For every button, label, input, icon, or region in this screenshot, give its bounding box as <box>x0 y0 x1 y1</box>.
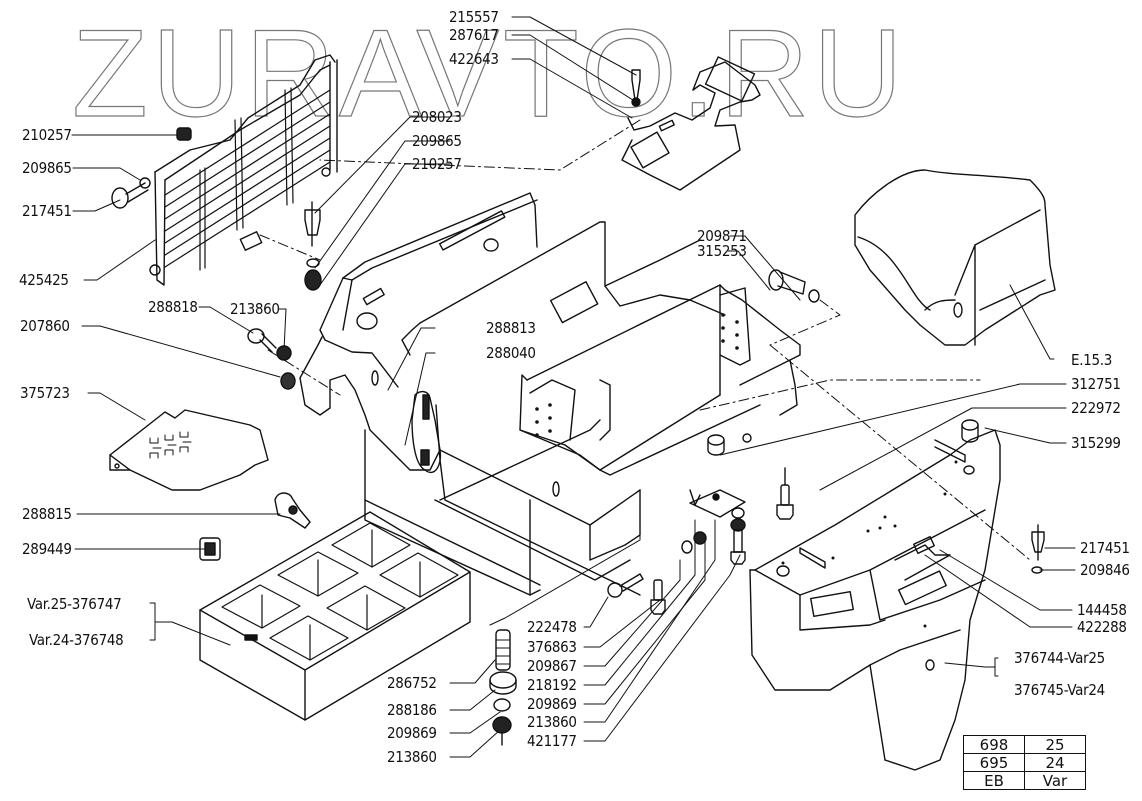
variant-cell: Var <box>1024 771 1086 790</box>
rubber-mount-315299 <box>961 419 979 443</box>
label-315299: 315299 <box>1071 434 1121 452</box>
bolt-288818 <box>247 328 277 353</box>
clip-288815 <box>274 492 311 529</box>
label-215557: 215557 <box>449 8 499 26</box>
label-287617: 287617 <box>449 26 499 44</box>
main-frame <box>299 192 801 596</box>
variant-cell: 24 <box>1024 753 1086 772</box>
radiator-grille <box>149 54 338 286</box>
label-217451-right: 217451 <box>1080 539 1130 557</box>
label-207860: 207860 <box>20 317 70 335</box>
nut-213860 <box>276 345 292 361</box>
label-209846: 209846 <box>1080 561 1130 579</box>
nut-stack-421177 <box>730 507 746 565</box>
label-209871: 209871 <box>697 227 747 245</box>
label-222478: 222478 <box>527 618 577 636</box>
variant-row: 695 24 <box>963 753 1086 772</box>
label-209865-left: 209865 <box>22 159 72 177</box>
nut-210257 <box>176 127 192 141</box>
variant-row: EB Var <box>963 771 1086 790</box>
watermark-text: ZURAVTO.RU <box>71 5 907 143</box>
label-288040: 288040 <box>486 344 536 362</box>
label-218192: 218192 <box>527 676 577 694</box>
washers-209867 <box>681 531 707 554</box>
label-217451-left: 217451 <box>22 202 72 220</box>
label-213860-left: 213860 <box>230 300 280 318</box>
label-var24-376748: Var.24-376748 <box>29 631 124 649</box>
label-213860-right: 213860 <box>527 713 577 731</box>
label-210257-mid: 210257 <box>412 155 462 173</box>
label-422643: 422643 <box>449 50 499 68</box>
variant-cell: 698 <box>963 735 1025 754</box>
battery-tray <box>199 511 471 721</box>
bolt-vertical-right <box>776 467 794 520</box>
bolt-217451-b <box>1031 524 1045 574</box>
label-315253: 315253 <box>697 242 747 260</box>
label-288813: 288813 <box>486 319 536 337</box>
label-421177: 421177 <box>527 732 577 750</box>
label-375723: 375723 <box>20 384 70 402</box>
label-209865-mid: 209865 <box>412 132 462 150</box>
label-286752: 286752 <box>387 674 437 692</box>
nut-210257-b <box>304 258 322 291</box>
label-376745-var24: 376745-Var24 <box>1014 681 1105 699</box>
rubber-mount-222972 <box>707 434 725 456</box>
label-208023: 208023 <box>412 108 462 126</box>
label-376863: 376863 <box>527 638 577 656</box>
seat <box>854 169 1056 346</box>
mount-bracket <box>689 433 752 518</box>
label-425425: 425425 <box>19 271 69 289</box>
label-var25-376747: Var.25-376747 <box>27 595 122 613</box>
label-210257-top: 210257 <box>22 126 72 144</box>
bolt-376863 <box>650 579 666 615</box>
variant-cell: 25 <box>1024 735 1086 754</box>
cover-plate-top <box>621 56 761 191</box>
clip-207860 <box>280 372 296 390</box>
label-213860-bottom: 213860 <box>387 748 437 766</box>
label-288818: 288818 <box>148 298 198 316</box>
label-312751: 312751 <box>1071 375 1121 393</box>
spring-assembly <box>489 629 517 746</box>
label-144458: 144458 <box>1077 601 1127 619</box>
label-289449: 289449 <box>22 540 72 558</box>
label-376744-var25: 376744-Var25 <box>1014 649 1105 667</box>
variant-row: 698 25 <box>963 735 1086 754</box>
variant-table: 698 25 695 24 EB Var <box>963 735 1086 790</box>
label-288815: 288815 <box>22 505 72 523</box>
variant-cell: EB <box>963 771 1025 790</box>
variant-cell: 695 <box>963 753 1025 772</box>
counterweight <box>749 429 1001 771</box>
bolt-208023 <box>304 201 321 247</box>
label-209869-right: 209869 <box>527 695 577 713</box>
label-209869-left: 209869 <box>387 724 437 742</box>
label-222972: 222972 <box>1071 399 1121 417</box>
label-209867: 209867 <box>527 657 577 675</box>
bolt-217451 <box>111 177 151 209</box>
label-288186: 288186 <box>387 701 437 719</box>
block-289449 <box>199 537 221 561</box>
label-422288: 422288 <box>1077 618 1127 636</box>
floor-plate <box>109 409 269 491</box>
bolt-222478 <box>607 573 644 598</box>
assembly-lines <box>259 119 1031 561</box>
bolt-315253 <box>768 269 820 303</box>
label-e-15-3: E.15.3 <box>1071 351 1113 369</box>
